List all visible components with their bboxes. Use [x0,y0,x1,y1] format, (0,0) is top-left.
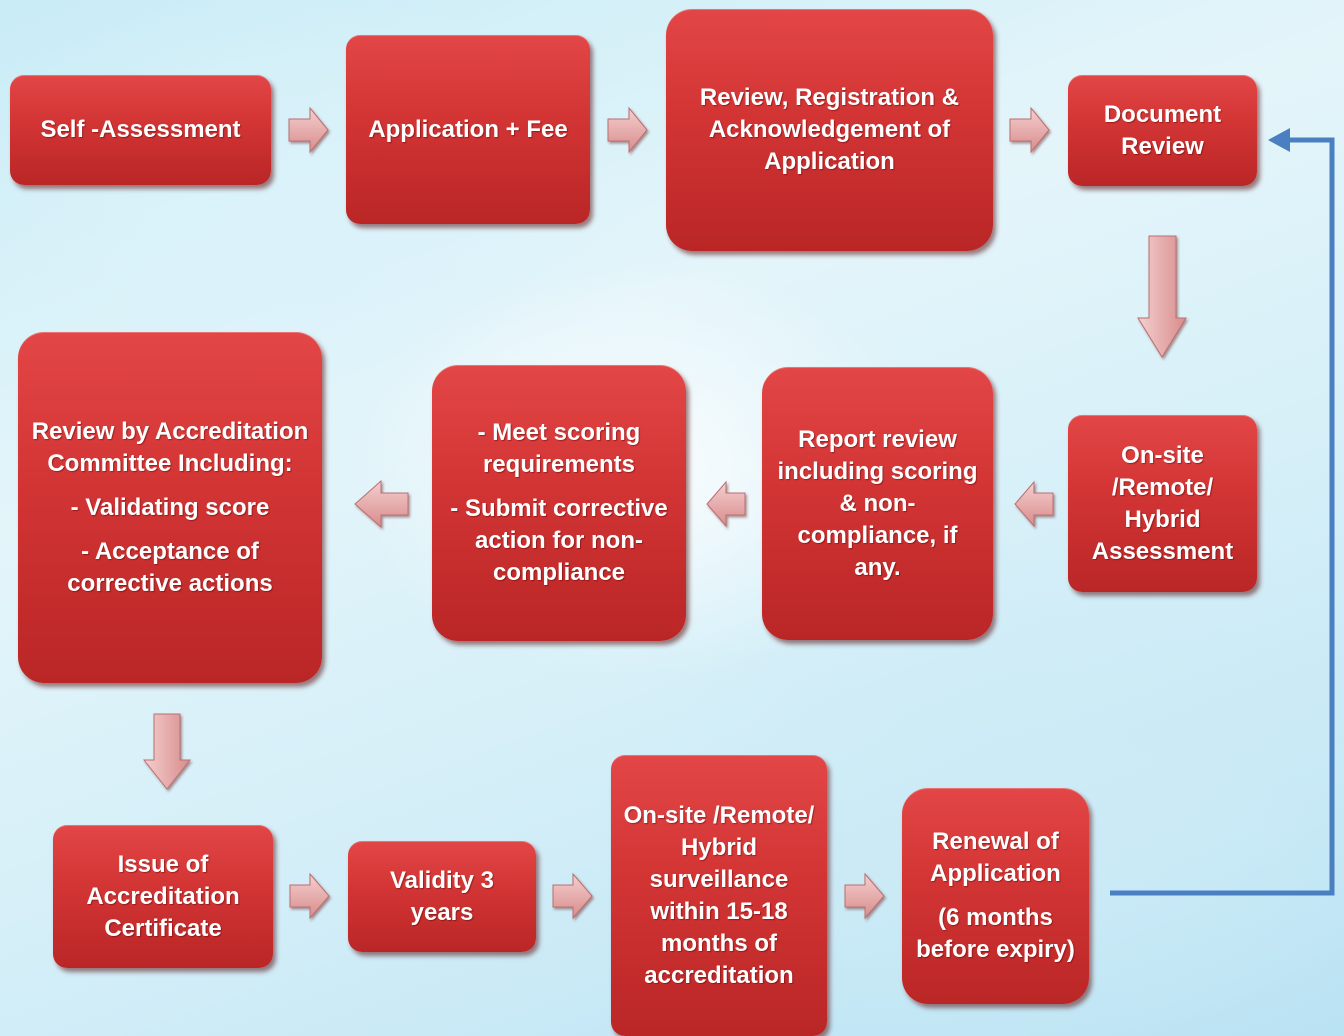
box-text: On-site /Remote/ Hybrid surveillance wit… [623,801,815,989]
committee-review-box: Review by Accreditation Committee Includ… [18,332,322,683]
arrow-right-3 [1009,106,1050,154]
report-review-box: Report review including scoring & non-co… [762,367,993,640]
arrow-left-3 [354,479,409,529]
box-text: Renewal of Application [930,828,1061,887]
document-review-box: Document Review [1068,75,1257,186]
box-text: Self -Assessment [40,116,241,143]
box-text: Issue of Accreditation Certificate [86,850,240,942]
issue-certificate-box: Issue of Accreditation Certificate [53,825,273,968]
box-text: On-site /Remote/ Hybrid Assessment [1091,441,1234,565]
review-registration-box: Review, Registration & Acknowledgement o… [666,9,993,251]
box-text: - Meet scoring requirements [477,419,641,478]
surveillance-box: On-site /Remote/ Hybrid surveillance wit… [611,755,827,1036]
arrow-right-6 [844,872,885,920]
renewal-loop-connector [1110,137,1335,896]
box-text: Validity 3 years [389,866,495,926]
arrow-right-5 [552,872,593,920]
box-text: Application + Fee [368,115,568,143]
validity-box: Validity 3 years [348,841,536,952]
box-text: - Acceptance of corrective actions [67,537,273,597]
arrow-right-4 [289,872,330,920]
box-text: Document Review [1103,100,1222,160]
box-text: (6 months before expiry) [916,904,1075,963]
arrow-down-1 [1137,235,1187,358]
renewal-loop-arrowhead [1268,128,1290,152]
arrow-right-2 [607,106,648,154]
application-fee-box: Application + Fee [346,35,590,224]
box-text: Review by Accreditation Committee Includ… [31,417,309,477]
arrow-down-2 [142,713,192,790]
box-text: - Validating score [70,493,270,521]
arrow-right-1 [288,106,329,154]
arrow-left-1 [1014,480,1054,528]
self-assessment-box: Self -Assessment [10,75,271,185]
onsite-assessment-box: On-site /Remote/ Hybrid Assessment [1068,415,1257,592]
renewal-box: Renewal of Application (6 months before … [902,788,1089,1004]
box-text: - Submit corrective action for non-compl… [450,495,668,586]
box-text: Report review including scoring & non-co… [777,425,978,581]
box-text: Review, Registration & Acknowledgement o… [699,84,960,175]
arrow-left-2 [706,480,746,528]
scoring-requirements-box: - Meet scoring requirements - Submit cor… [432,365,686,641]
